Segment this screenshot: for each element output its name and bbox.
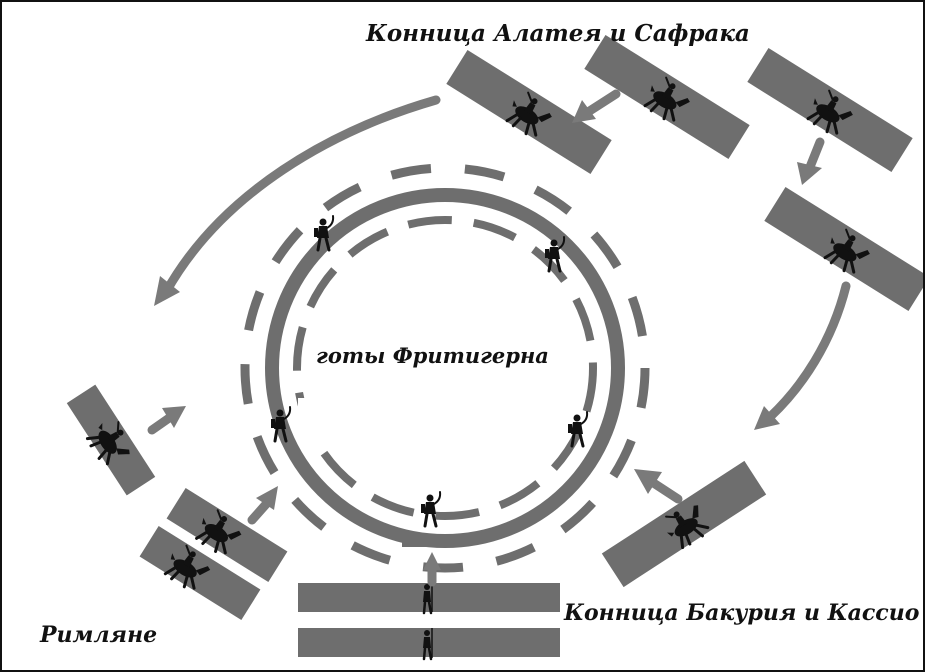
label-romans: Римляне [40,622,158,648]
arrow-bacurius-attack [647,477,683,504]
arrowhead-sweep-left [154,276,180,306]
arrowhead-cavalry-2 [572,100,596,123]
roman-cavalry-unit-3 [139,525,261,621]
cavalry-unit-alatheus-1 [446,49,612,175]
arrowhead-cavalry-right [797,162,822,185]
arrowhead-roman-left-1 [162,406,186,428]
arrowhead-roman-left-2 [256,486,278,510]
ring-gap-left [298,398,324,440]
label-goths-fritigern: готы Фритигерна [316,343,549,368]
label-cavalry-alatheus-saphrax: Конница Алатея и Сафрака [366,20,750,47]
roman-cavalry-unit-1 [66,384,156,496]
cavalry-unit-saphrax-2 [764,186,923,312]
cavalry-unit-bacurius [601,460,767,588]
arrow-cavalry-right-down [805,137,825,172]
inner-dashed-ring [293,216,597,520]
arrowhead-sweep-right [754,406,780,430]
arrow-sweep-right [765,281,851,422]
cavalry-unit-saphrax-1 [747,47,913,173]
goth-warrior-icon [419,490,442,528]
label-cavalry-bacurius-cassio: Конница Бакурия и Кассио [564,600,920,626]
roman-cavalry-unit-2 [166,487,288,583]
arrow-sweep-left [161,95,441,297]
ring-gap-right [545,398,567,440]
arrowhead-infantry [423,552,441,570]
outer-dashed-ring [240,163,650,573]
inner-wagon-ring [265,188,625,548]
arrow-roman-left-2 [247,497,273,525]
cavalry-unit-alatheus-2 [584,34,750,160]
arrowhead-bacurius [634,469,662,494]
arrow-cavalry-2 [583,89,621,117]
advance-bar [402,539,460,547]
